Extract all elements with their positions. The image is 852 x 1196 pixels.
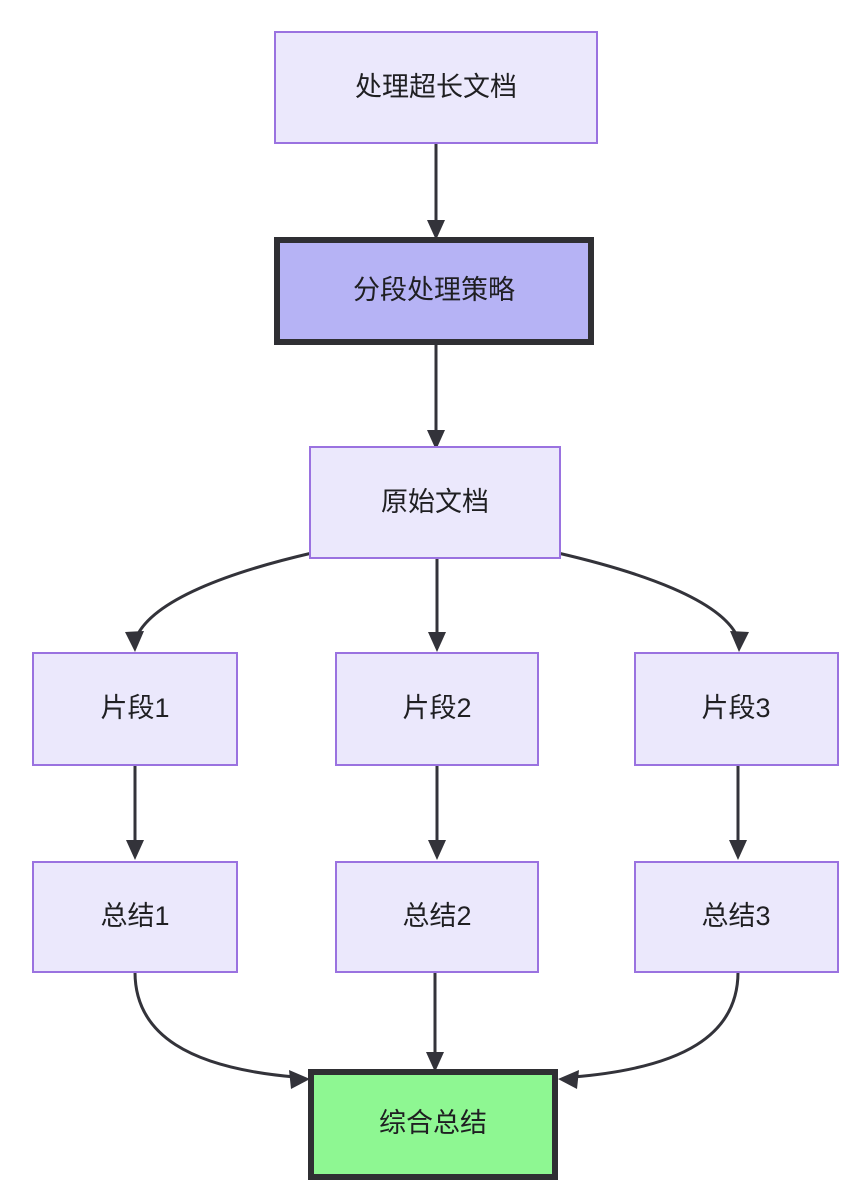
node-label: 分段处理策略 <box>353 275 515 305</box>
node-box[interactable] <box>32 861 238 973</box>
edge-line <box>572 971 740 1079</box>
node-chunk-2[interactable]: 片段2 <box>335 652 539 766</box>
arrow-head-icon <box>730 631 749 652</box>
node-box[interactable] <box>634 861 839 973</box>
node-source-document[interactable]: 原始文档 <box>309 446 561 559</box>
arrow-head-icon <box>558 1070 579 1089</box>
arrow-head-icon <box>427 220 445 240</box>
edge-source-to-chunk2 <box>428 558 446 652</box>
node-layer: 处理超长文档 分段处理策略 原始文档 片段1 片段2 片段3 总结1 <box>32 31 839 1180</box>
node-box[interactable] <box>274 237 594 345</box>
node-label: 片段1 <box>100 693 169 723</box>
node-label: 片段3 <box>701 693 770 723</box>
node-box[interactable] <box>634 652 839 766</box>
edge-chunk3-to-summary3 <box>729 765 747 860</box>
node-label: 片段2 <box>402 693 471 723</box>
arrow-head-icon <box>428 840 446 860</box>
node-final-summary[interactable]: 综合总结 <box>308 1069 558 1180</box>
arrow-head-icon <box>125 631 144 652</box>
arrow-head-icon <box>428 632 446 652</box>
node-label: 总结2 <box>402 901 471 931</box>
edge-process-to-strategy <box>427 143 445 240</box>
edge-summary3-to-final <box>558 971 740 1089</box>
node-summary-1[interactable]: 总结1 <box>32 861 238 973</box>
edge-source-to-chunk3 <box>557 551 749 652</box>
node-label: 处理超长文档 <box>355 72 517 102</box>
node-label: 原始文档 <box>381 487 489 517</box>
node-chunk-3[interactable]: 片段3 <box>634 652 839 766</box>
arrow-head-icon <box>289 1070 310 1089</box>
node-label: 总结3 <box>701 901 770 931</box>
edge-line <box>134 551 313 639</box>
edge-chunk2-to-summary2 <box>428 765 446 860</box>
node-chunk-1[interactable]: 片段1 <box>32 652 238 766</box>
node-box[interactable] <box>335 652 539 766</box>
node-label: 总结1 <box>100 901 169 931</box>
edge-line <box>557 551 740 639</box>
node-box[interactable] <box>335 861 539 973</box>
arrow-head-icon <box>729 840 747 860</box>
node-chunking-strategy[interactable]: 分段处理策略 <box>274 237 594 345</box>
edge-chunk1-to-summary1 <box>126 765 144 860</box>
node-box[interactable] <box>308 1069 558 1180</box>
edge-layer <box>125 143 749 1089</box>
edge-strategy-to-source <box>427 345 445 450</box>
arrow-head-icon <box>126 840 144 860</box>
edge-summary2-to-final <box>426 972 444 1072</box>
node-box[interactable] <box>274 31 598 144</box>
edge-summary1-to-final <box>133 971 310 1089</box>
arrow-head-icon <box>426 1052 444 1072</box>
node-box[interactable] <box>32 652 238 766</box>
node-summary-3[interactable]: 总结3 <box>634 861 839 973</box>
edge-source-to-chunk1 <box>125 551 313 652</box>
node-label: 综合总结 <box>379 1108 487 1138</box>
node-box[interactable] <box>309 446 561 559</box>
node-process-long-document[interactable]: 处理超长文档 <box>274 31 598 144</box>
edge-line <box>133 971 296 1079</box>
arrow-head-icon <box>427 430 445 450</box>
node-summary-2[interactable]: 总结2 <box>335 861 539 973</box>
